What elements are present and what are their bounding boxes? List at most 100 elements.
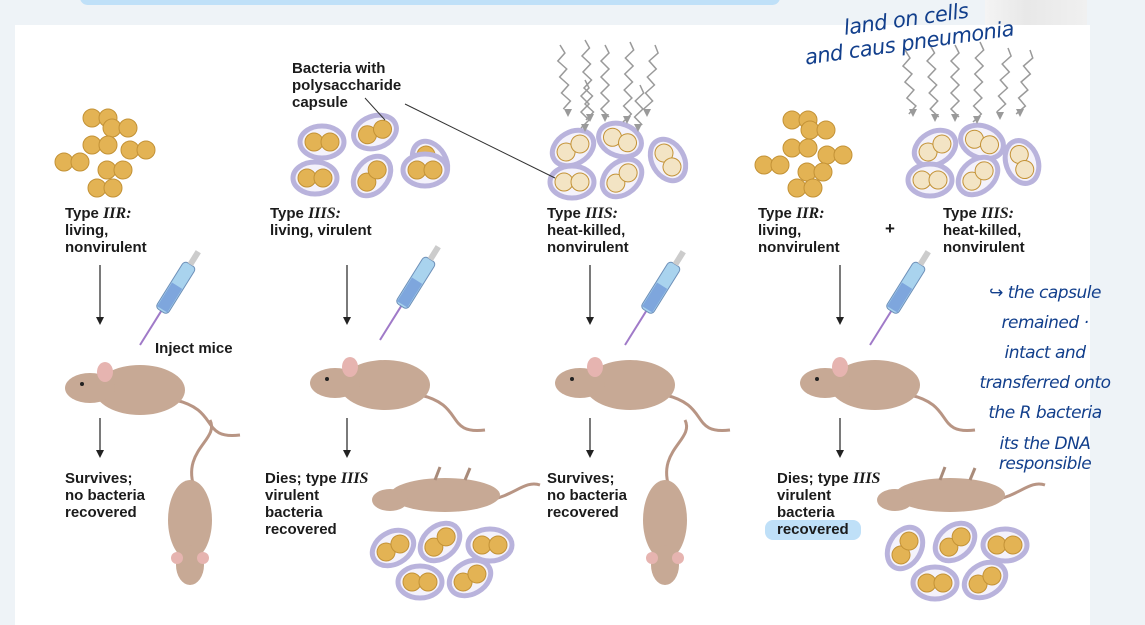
needle [139,310,163,346]
mouse-head [372,489,408,511]
bacterium-cell [928,170,948,190]
bacterium-cell [136,140,156,160]
mouse-head [651,545,679,585]
bacterium-cell [102,118,122,138]
bacterium-cell [98,135,118,155]
type-iir-bacteria [800,120,836,140]
arrowhead-icon [343,317,351,325]
syringe-fluid [157,282,183,313]
arrowhead-icon [96,317,104,325]
mouse-body [95,365,185,415]
mouse-icon [800,357,976,433]
leader-line [404,103,556,179]
bacterium-cell [917,573,937,593]
heat-arrow-icon [599,44,611,118]
syringe-icon [624,250,686,346]
heat-arrow-icon [996,47,1012,113]
recovered-iiis-bacteria [446,557,494,599]
arrowhead-icon [581,124,589,132]
heat-killed-iiis-bacteria [955,154,1001,198]
bacterium-cell [1015,160,1035,180]
mouse-body [390,478,500,512]
recovered-iiis-bacteria [910,564,960,602]
arrowhead-icon [564,109,572,117]
bacterium-cell [662,157,682,177]
arrowhead-icon [343,450,351,458]
heat-killed-iiis-bacteria [647,136,689,184]
syringe-plunger [427,245,441,262]
arrowhead-icon [973,116,981,124]
syringe-icon [139,250,201,346]
arrowhead-icon [836,317,844,325]
bacterium-cell [113,160,133,180]
recovered-iiis-bacteria [369,527,417,569]
syringe-fluid [642,282,668,313]
surviving-mouse-icon [643,419,689,585]
heat-arrow-icon [926,44,940,118]
mouse-eye [815,377,819,381]
leader-line [364,97,386,121]
heat-arrow-icon [643,44,659,110]
bacterium-cell [933,573,953,593]
mouse-body [830,360,920,410]
bacterium-cell [833,145,853,165]
col3-type-label: Type IIIS:heat-killed,nonvirulent [547,205,629,256]
arrowhead-icon [601,114,609,122]
bacterium-cell [320,132,340,152]
mouse-tail [174,398,241,438]
col2-type-label: Type IIIS:living, virulent [270,205,372,239]
needle [869,310,893,346]
mouse-eye [570,377,574,381]
arrowhead-icon [836,450,844,458]
arrowhead-icon [996,112,1004,120]
heat-arrow-icon [579,79,591,129]
arrowhead-icon [623,116,631,124]
arrowhead-icon [931,114,939,122]
bacterium-cell [304,132,324,152]
bacterium-cell [488,535,508,555]
bacterium-cell [912,170,932,190]
arrowhead-icon [96,450,104,458]
bacterium-cell [798,138,818,158]
heat-killed-iiis-bacteria [1002,138,1042,186]
top-banner [80,0,780,5]
mouse-icon [310,357,486,433]
bacterium-cell [974,161,994,181]
mouse-leg [968,467,977,481]
bacterium-cell [367,160,387,180]
bacterium-cell [436,527,456,547]
arrowhead-icon [909,109,917,117]
bacterium-cell [103,178,123,198]
bacterium-cell [813,162,833,182]
heat-arrow-icon [633,84,645,126]
arrowhead-icon [951,114,959,122]
needle [624,310,648,346]
mouse-ear [587,357,603,377]
type-iir-bacteria [102,118,138,138]
recovered-iiis-bacteria [395,563,445,601]
mouse-icon [65,362,241,438]
bacterium-cell [770,155,790,175]
type-iir-bacteria [782,138,818,158]
syringe-fluid [887,282,913,313]
mouse-head [176,545,204,585]
bacterium-cell [980,135,1000,155]
type-iiis-bacteria [350,153,394,199]
arrowhead-icon [586,114,594,122]
mouse-ear [197,552,209,564]
bacterium-cell [467,564,487,584]
bacterium-cell [618,163,638,183]
bacterium-cell [816,120,836,140]
bacterium-cell [787,178,807,198]
mouse-ear [646,552,658,564]
heat-arrow-icon [901,49,917,115]
inject-mice-label: Inject mice [155,340,233,357]
bacterium-cell [782,138,802,158]
bacterium-cell [423,160,443,180]
mouse-leg [463,467,472,481]
bacterium-cell [817,145,837,165]
